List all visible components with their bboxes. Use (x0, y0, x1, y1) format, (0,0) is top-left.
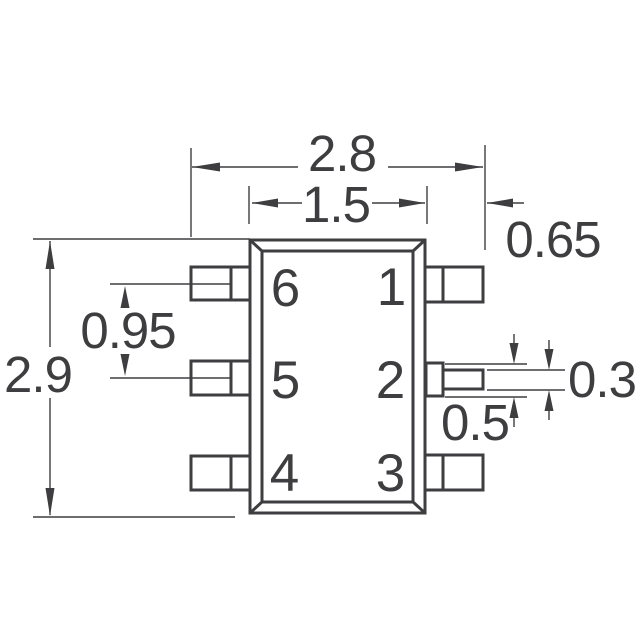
arrow-down-icon (45, 488, 55, 516)
pin-3-lead (423, 453, 485, 492)
dim-lead-length: 0.65 (487, 198, 602, 268)
pin-4-label: 4 (270, 444, 298, 503)
package-body-inner (260, 249, 415, 504)
dim-lead-base-width-value: 0.5 (441, 394, 509, 451)
pin-2-lead-end (441, 368, 485, 391)
package-body (248, 238, 427, 515)
dim-pin-pitch-value: 0.95 (80, 302, 175, 359)
dim-overall-width-value: 2.8 (308, 125, 376, 182)
bevel-bottom-left (248, 499, 265, 515)
arrow-up-icon (120, 286, 130, 308)
arrow-down-icon (120, 354, 130, 376)
dim-lead-base-width: 0.5 (441, 334, 527, 451)
pin-6-label: 6 (271, 259, 299, 318)
dim-body-width: 1.5 (248, 176, 428, 233)
pin-1-label: 1 (377, 258, 405, 317)
bevel-top-left (248, 238, 265, 254)
dim-pin-pitch: 0.95 (80, 283, 231, 379)
arrow-left-icon (487, 198, 513, 208)
dim-lead-end-width: 0.3 (487, 340, 637, 420)
pin-3-label: 3 (376, 444, 404, 503)
pin-1-lead (423, 265, 485, 304)
dim-overall-height: 2.9 (4, 238, 250, 518)
bevel-top-right (410, 238, 427, 254)
dim-overall-width: 2.8 (190, 125, 486, 250)
pin-5-label: 5 (271, 351, 299, 410)
dim-overall-height-value: 2.9 (4, 346, 72, 403)
dim-body-width-value: 1.5 (302, 176, 370, 233)
arrow-right-icon (455, 162, 483, 172)
pin-2-lead-base (424, 361, 445, 398)
arrow-up-icon (45, 241, 55, 269)
arrow-right-icon (399, 198, 425, 208)
pins (189, 265, 485, 492)
pin-2-label: 2 (376, 351, 404, 410)
bevel-bottom-right (410, 499, 427, 515)
pin-4-lead (189, 454, 252, 492)
arrow-left-icon (192, 162, 220, 172)
dim-lead-length-value: 0.65 (505, 211, 600, 268)
dim-lead-end-width-value: 0.3 (568, 351, 636, 408)
arrow-down-icon (544, 349, 554, 370)
package-body-outer (248, 238, 427, 515)
arrow-down-icon (509, 343, 519, 364)
arrow-up-icon (544, 390, 554, 411)
arrow-up-icon (509, 397, 519, 418)
arrow-left-icon (252, 198, 278, 208)
pin-labels: 6 1 5 2 4 3 (270, 258, 406, 503)
